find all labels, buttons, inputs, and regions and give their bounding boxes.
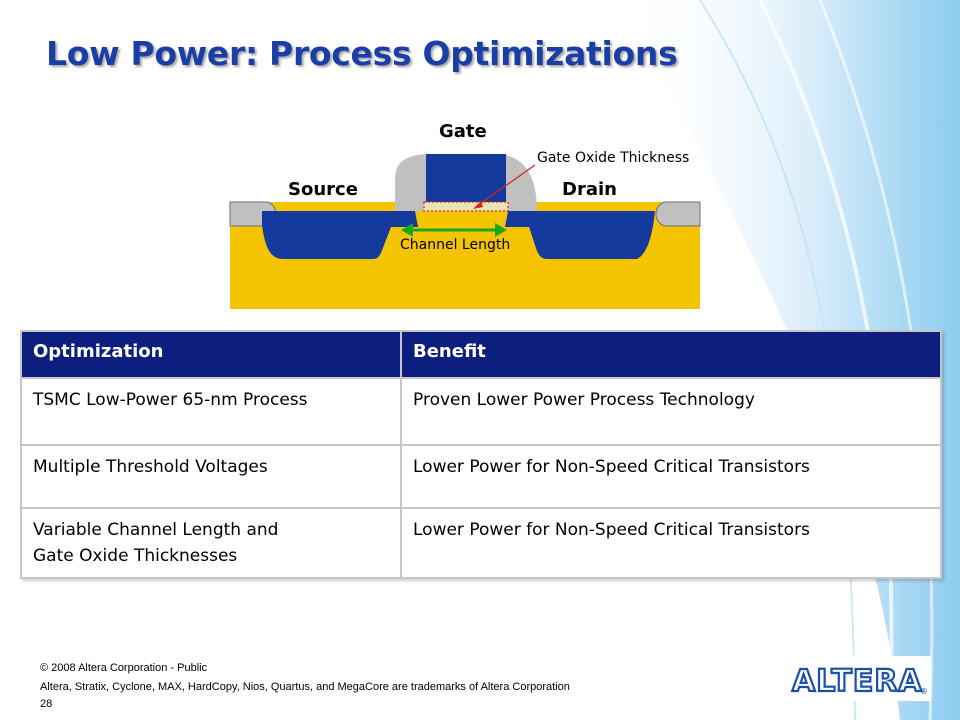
transistor-cross-section (229, 154, 701, 309)
source-diffusion (262, 211, 418, 259)
table-row: Multiple Threshold Voltages Lower Power … (20, 444, 942, 509)
copyright-text: © 2008 Altera Corporation - Public (40, 662, 208, 674)
optimization-text-line1: Variable Channel Length and (33, 520, 279, 540)
optimization-text: TSMC Low-Power 65-nm Process (33, 390, 308, 410)
right-isolation (655, 201, 701, 227)
table-row: TSMC Low-Power 65-nm Process Proven Lowe… (20, 377, 942, 446)
gate-electrode (426, 154, 506, 203)
optimization-cell: TSMC Low-Power 65-nm Process (20, 377, 402, 446)
transistor-diagram: Gate Source Drain Gate Oxide Thickness C… (225, 115, 725, 315)
benefit-cell: Lower Power for Non-Speed Critical Trans… (400, 507, 942, 579)
trademark-text: Altera, Stratix, Cyclone, MAX, HardCopy,… (40, 681, 570, 693)
header-benefit: Benefit (400, 330, 942, 379)
table-row: Variable Channel Length and Gate Oxide T… (20, 507, 942, 579)
table-header-row: Optimization Benefit (20, 330, 942, 379)
channel-arrow-left-head (401, 223, 413, 237)
altera-logo-mark: ALTERA ® (786, 656, 931, 701)
benefit-cell: Lower Power for Non-Speed Critical Trans… (400, 444, 942, 509)
oxide-pointer-head (473, 201, 483, 209)
registered-mark: ® (920, 687, 928, 696)
header-optimization: Optimization (20, 330, 402, 379)
optimization-cell: Multiple Threshold Voltages (20, 444, 402, 509)
page-number: 28 (40, 698, 53, 710)
channel-arrow-right-head (495, 223, 507, 237)
gate-oxide-thickness-label: Gate Oxide Thickness (537, 150, 690, 166)
benefit-cell: Proven Lower Power Process Technology (400, 377, 942, 446)
oxide-pointer-arrow (476, 164, 536, 207)
source-label: Source (288, 179, 358, 200)
gate-label: Gate (439, 121, 487, 142)
optimization-text-line2: Gate Oxide Thicknesses (33, 546, 238, 566)
drain-diffusion (505, 211, 655, 259)
optimization-table: Optimization Benefit TSMC Low-Power 65-n… (20, 330, 942, 579)
channel-length-label: Channel Length (400, 237, 511, 253)
optimization-cell: Variable Channel Length and Gate Oxide T… (20, 507, 402, 579)
logo-wordmark: ALTERA (792, 664, 923, 699)
slide-title: Low Power: Process Optimizations (46, 34, 678, 73)
altera-logo: ALTERA ® (786, 656, 931, 701)
optimization-text: Multiple Threshold Voltages (33, 457, 268, 477)
gate-oxide (423, 201, 509, 212)
drain-label: Drain (562, 179, 617, 200)
